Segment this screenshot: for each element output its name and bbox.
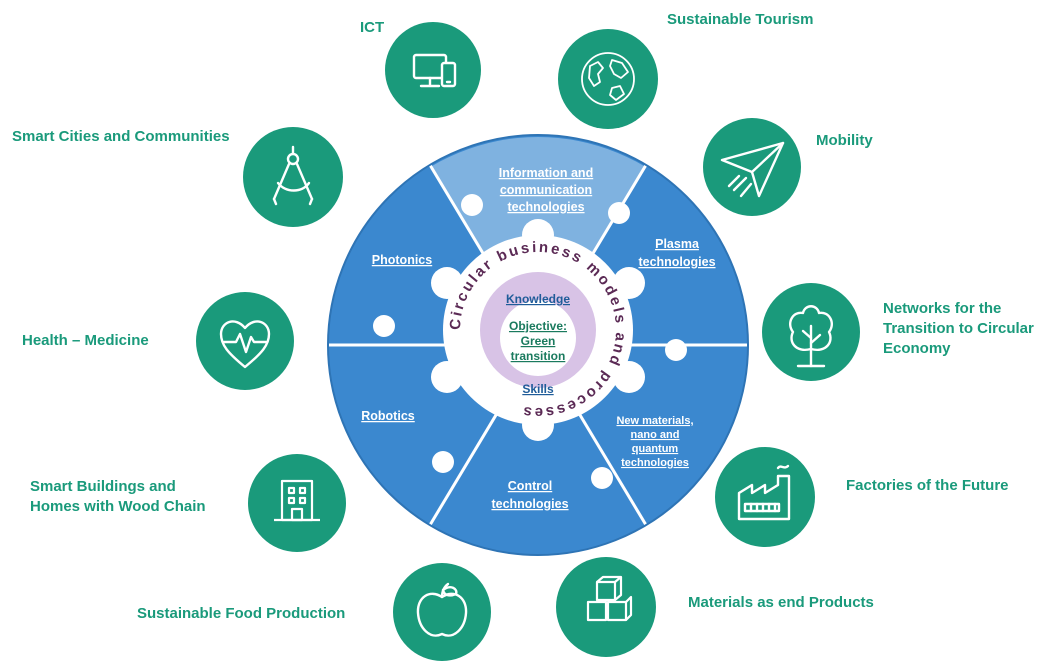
segment-plasma-label: Plasma technologies xyxy=(638,237,715,269)
segment-photonics-label: Photonics xyxy=(372,253,432,267)
apple-icon xyxy=(416,582,468,637)
tree-icon xyxy=(789,305,833,368)
segment-plasma-line-1: Plasma xyxy=(655,237,700,251)
segment-control-line-2: technologies xyxy=(491,497,568,511)
segment-ict-tech-line-1: Information and xyxy=(499,166,593,180)
label-buildings-line-2: Homes with Wood Chain xyxy=(30,498,206,515)
topic-smart-cities xyxy=(243,127,343,227)
label-buildings: Smart Buildings and Homes with Wood Chai… xyxy=(30,477,206,517)
devices-icon xyxy=(412,53,457,88)
segment-materials-tech-line-3: quantum xyxy=(632,443,679,455)
segment-control-label: Control technologies xyxy=(491,479,568,511)
topic-buildings xyxy=(248,454,346,552)
topic-networks xyxy=(762,283,860,381)
disc-border xyxy=(327,134,749,556)
segment-ict-tech-label: Information and communication technologi… xyxy=(499,166,593,214)
label-ict: ICT xyxy=(360,19,385,36)
hub-gear: Circular business models and processes K… xyxy=(431,219,645,441)
puzzle-knobs xyxy=(373,194,687,489)
label-factories: Factories of the Future xyxy=(846,477,1009,494)
topic-mobility xyxy=(703,118,801,216)
topic-ict xyxy=(385,22,481,118)
hub-objective-line-1: Objective: xyxy=(509,319,567,333)
factory-icon xyxy=(737,464,791,521)
segment-plasma-line-2: technologies xyxy=(638,255,715,269)
heart-pulse-icon xyxy=(219,320,271,369)
hub-objective-line-2: Green xyxy=(521,334,556,348)
label-buildings-line-1: Smart Buildings and xyxy=(30,478,176,495)
globe-icon xyxy=(581,52,635,106)
topic-sustainable-tourism xyxy=(558,29,658,129)
hub-knowledge: Knowledge xyxy=(506,292,570,306)
hub-core xyxy=(500,300,576,376)
label-mobility: Mobility xyxy=(816,132,873,149)
segment-control-line-1: Control xyxy=(508,479,552,493)
building-icon xyxy=(274,479,320,522)
label-health: Health – Medicine xyxy=(22,332,149,349)
label-networks-line-2: Transition to Circular xyxy=(883,320,1034,337)
topic-food xyxy=(393,563,491,661)
segment-materials-tech-label: New materials, nano and quantum technolo… xyxy=(616,415,693,469)
topic-factories xyxy=(715,447,815,547)
label-networks: Networks for the Transition to Circular … xyxy=(883,299,1034,359)
segment-materials-tech-line-2: nano and xyxy=(631,429,680,441)
segment-robotics-label: Robotics xyxy=(361,409,415,423)
paper-plane-icon xyxy=(720,141,785,198)
segment-ict-tech-line-2: communication xyxy=(500,183,592,197)
topic-materials xyxy=(556,557,656,657)
segment-materials-tech-line-1: New materials, xyxy=(616,415,693,427)
label-food: Sustainable Food Production xyxy=(137,605,346,622)
hub-objective-line-3: transition xyxy=(511,349,566,363)
topic-health xyxy=(196,292,294,390)
cubes-icon xyxy=(586,575,633,622)
compass-icon xyxy=(272,145,314,206)
segment-ict-tech-line-3: technologies xyxy=(507,200,584,214)
label-sustainable-tourism: Sustainable Tourism xyxy=(667,11,814,28)
label-materials: Materials as end Products xyxy=(688,594,874,611)
segment-materials-tech-line-4: technologies xyxy=(621,457,689,469)
label-networks-line-1: Networks for the xyxy=(883,300,1002,317)
hub-skills: Skills xyxy=(522,382,554,396)
label-smart-cities: Smart Cities and Communities xyxy=(12,128,230,145)
label-networks-line-3: Economy xyxy=(883,340,951,357)
